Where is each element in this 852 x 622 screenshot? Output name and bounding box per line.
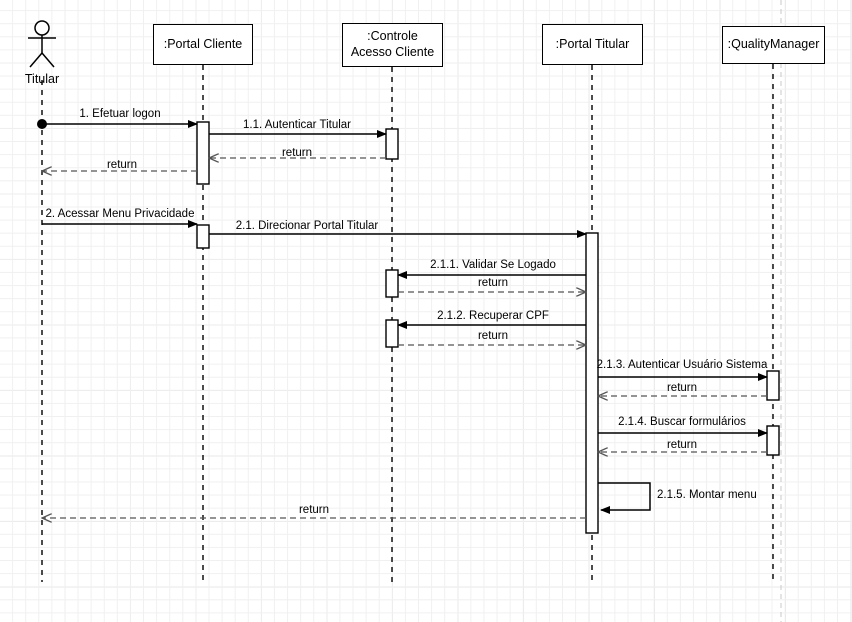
actor-head-icon bbox=[34, 20, 50, 36]
activation-bar-controle-acesso-cliente bbox=[385, 269, 399, 298]
message-origin-dot bbox=[37, 119, 47, 129]
message-label-m2-1-4-r: return bbox=[666, 439, 698, 451]
message-arrows-layer bbox=[37, 119, 768, 518]
actor-label-titular: Titular bbox=[24, 72, 60, 86]
activation-bar-portal-cliente bbox=[196, 224, 210, 249]
message-label-m1-1-r: return bbox=[281, 147, 313, 159]
participant-box-controle-acesso-cliente[interactable]: :Controle Acesso Cliente bbox=[342, 23, 443, 67]
participant-box-portal-cliente[interactable]: :Portal Cliente bbox=[153, 24, 253, 65]
participant-box-portal-titular[interactable]: :Portal Titular bbox=[542, 24, 643, 65]
message-label-m2-1: 2.1. Direcionar Portal Titular bbox=[235, 220, 379, 232]
message-label-m2: 2. Acessar Menu Privacidade bbox=[45, 208, 195, 220]
message-label-m1: 1. Efetuar logon bbox=[79, 108, 161, 120]
activation-bar-portal-titular bbox=[585, 232, 599, 534]
actor-figure bbox=[28, 20, 56, 68]
message-label-m1-r: return bbox=[106, 159, 138, 171]
lifelines-layer bbox=[41, 64, 774, 582]
activation-bar-controle-acesso-cliente bbox=[385, 319, 399, 348]
actor-leg-right-icon bbox=[41, 52, 55, 68]
self-message-m2-1-5 bbox=[598, 482, 651, 514]
message-label-m2-1-3-r: return bbox=[666, 382, 698, 394]
actor-leg-left-icon bbox=[29, 52, 43, 68]
activation-bar-controle-acesso-cliente bbox=[385, 128, 399, 160]
message-label-m-final-r: return bbox=[298, 504, 330, 516]
message-label-m2-1-2-r: return bbox=[477, 330, 509, 342]
message-label-m2-1-1: 2.1.1. Validar Se Logado bbox=[430, 259, 556, 271]
message-label-m2-1-4: 2.1.4. Buscar formulários bbox=[618, 416, 746, 428]
message-label-m1-1: 1.1. Autenticar Titular bbox=[242, 119, 352, 131]
message-label-m2-1-3: 2.1.3. Autenticar Usuário Sistema bbox=[596, 359, 768, 371]
participant-box-quality-manager[interactable]: :QualityManager bbox=[722, 26, 825, 64]
activation-bar-quality-manager bbox=[766, 425, 780, 456]
message-label-m2-1-2: 2.1.2. Recuperar CPF bbox=[437, 310, 549, 322]
self-message-label-m2-1-5: 2.1.5. Montar menu bbox=[657, 489, 757, 501]
message-label-m2-1-1-r: return bbox=[477, 277, 509, 289]
activation-bars-layer bbox=[196, 121, 780, 534]
activation-bar-portal-cliente bbox=[196, 121, 210, 185]
activation-bar-quality-manager bbox=[766, 370, 780, 401]
